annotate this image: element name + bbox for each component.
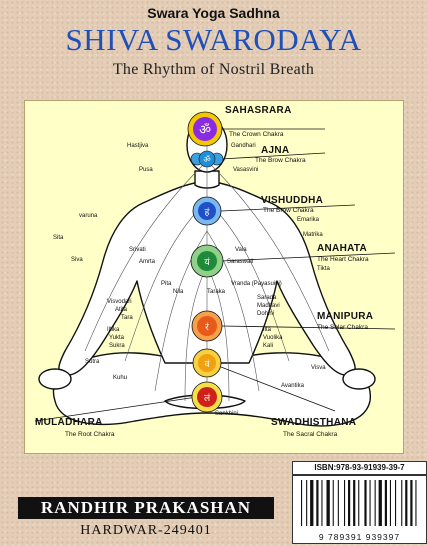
nadi-label: Tara — [121, 315, 133, 321]
muladhara-chakra: लं — [191, 381, 223, 413]
svg-text:रं: रं — [205, 322, 209, 333]
barcode-bar — [301, 480, 303, 526]
chakra-illustration-panel: ॐ ॐ हं यं रं — [24, 100, 404, 454]
isbn-label: ISBN:978-93-91939-39-7 — [292, 461, 427, 475]
barcode-bar — [384, 480, 387, 526]
barcode-bar — [369, 480, 371, 526]
ajna-chakra: ॐ — [190, 150, 224, 168]
barcode-bar — [405, 480, 408, 526]
barcode-bar — [410, 480, 413, 526]
barcode-digits: 9 789391 939397 — [318, 532, 401, 542]
svg-text:हं: हं — [205, 207, 210, 218]
barcode-bar — [321, 480, 323, 526]
barcode-bar — [401, 480, 403, 526]
svg-text:लं: लं — [204, 393, 211, 404]
chakra-name-ajna: AJNA — [261, 145, 290, 156]
chakra-sub-sahasrara: The Crown Chakra — [229, 131, 284, 138]
svg-text:ॐ: ॐ — [203, 155, 210, 164]
nadi-label: Yukta — [109, 335, 125, 341]
barcode-bar — [415, 480, 417, 526]
nadi-label: Siva — [71, 257, 83, 263]
chakra-sub-manipura: The Solar Chakra — [317, 324, 368, 331]
nadi-label: Atita — [115, 307, 128, 313]
nadi-label: Srivati — [129, 247, 146, 253]
barcode-bar — [316, 480, 319, 526]
nadi-label: Matrika — [303, 232, 323, 238]
swadhisthana-chakra: वं — [192, 348, 222, 378]
barcode-bars — [301, 480, 417, 526]
barcode-bar — [378, 480, 382, 526]
nadi-label: Sankhini — [215, 411, 239, 417]
chakra-name-anahata: ANAHATA — [317, 243, 368, 254]
barcode-bar — [395, 480, 397, 526]
chakra-sub-vishuddha: The Brow Chakra — [263, 207, 314, 214]
nadi-label: Nila — [173, 289, 184, 295]
barcode: 9 789391 939397 — [292, 475, 427, 544]
nadi-label: Sutra — [85, 359, 100, 365]
nadi-label: Emarika — [297, 217, 320, 223]
nadi-label: Kali — [263, 343, 274, 349]
vishuddha-chakra: हं — [192, 196, 222, 226]
barcode-bar — [326, 480, 330, 526]
nadi-label: Amrta — [139, 259, 156, 265]
chakra-sub-muladhara: The Root Chakra — [65, 431, 115, 438]
nadi-label: Taraka — [207, 289, 226, 295]
nadi-label: Dohini — [257, 311, 275, 317]
nadi-label: Sita — [53, 235, 64, 241]
nadi-label: Vasasvini — [233, 167, 259, 173]
chakra-name-manipura: MANIPURA — [317, 311, 374, 322]
nadi-label: Tikta — [317, 266, 330, 272]
barcode-bar — [364, 480, 367, 526]
nadi-label: Pusa — [139, 167, 153, 173]
svg-text:यं: यं — [204, 257, 210, 268]
book-title: SHIVA SWARODAYA — [65, 22, 362, 57]
barcode-bar — [358, 480, 360, 526]
nadi-label: Sukra — [109, 343, 125, 349]
svg-text:वं: वं — [204, 359, 210, 370]
book-subtitle: The Rhythm of Nostril Breath — [112, 61, 315, 78]
anahata-chakra: यं — [190, 244, 224, 278]
nadi-label: Sarada — [257, 295, 277, 301]
nadi-label: Madhavi — [257, 303, 280, 309]
nadi-label: Iltika — [107, 327, 120, 333]
nadi-label: Avantika — [281, 383, 304, 389]
nadi-label: Hastjiva — [127, 143, 149, 149]
nadi-label: varuna — [79, 213, 98, 219]
manipura-chakra: रं — [191, 310, 223, 342]
nadi-label: Kuhu — [113, 375, 128, 381]
barcode-bar — [310, 480, 314, 526]
barcode-bar — [389, 480, 391, 526]
svg-text:ॐ: ॐ — [199, 123, 211, 138]
barcode-bar — [353, 480, 356, 526]
publisher-city: HARDWAR-249401 — [80, 523, 212, 538]
barcode-bar — [348, 480, 351, 526]
chakra-sub-anahata: The Heart Chakra — [317, 256, 369, 263]
sahasrara-chakra: ॐ — [187, 111, 223, 147]
series-title: Swara Yoga Sadhna — [147, 5, 280, 21]
chakra-name-muladhara: MULADHARA — [35, 417, 103, 428]
chakra-name-vishuddha: VISHUDDHA — [261, 195, 324, 206]
nadi-label: Ilta — [263, 327, 272, 333]
nadi-label: Gandhari — [231, 143, 256, 149]
nadi-label: Saraswati — [227, 259, 254, 265]
chakra-sub-swadhisthana: The Sacral Chakra — [283, 431, 338, 438]
chakra-body-illustration: ॐ ॐ हं यं रं — [34, 111, 396, 427]
chakra-name-swadhisthana: SWADHISTHANA — [271, 417, 357, 428]
nadi-label: Visvodari — [107, 299, 132, 305]
barcode-bar — [306, 480, 308, 526]
chakra-name-sahasrara: SAHASRARA — [225, 105, 292, 116]
barcode-bar — [337, 480, 339, 526]
barcode-bar — [344, 480, 346, 526]
nadi-label: Pita — [161, 281, 172, 287]
publisher-name: RANDHIR PRAKASHAN — [18, 497, 274, 519]
nadi-label: Visva — [311, 365, 326, 371]
barcode-bar — [374, 480, 376, 526]
nadi-label: Vuolika — [263, 335, 283, 341]
barcode-bar — [332, 480, 334, 526]
nadi-label: Vranda (Payasuini) — [231, 281, 282, 287]
chakra-sub-ajna: The Brow Chakra — [255, 157, 306, 164]
nadi-label: Vala — [235, 247, 247, 253]
